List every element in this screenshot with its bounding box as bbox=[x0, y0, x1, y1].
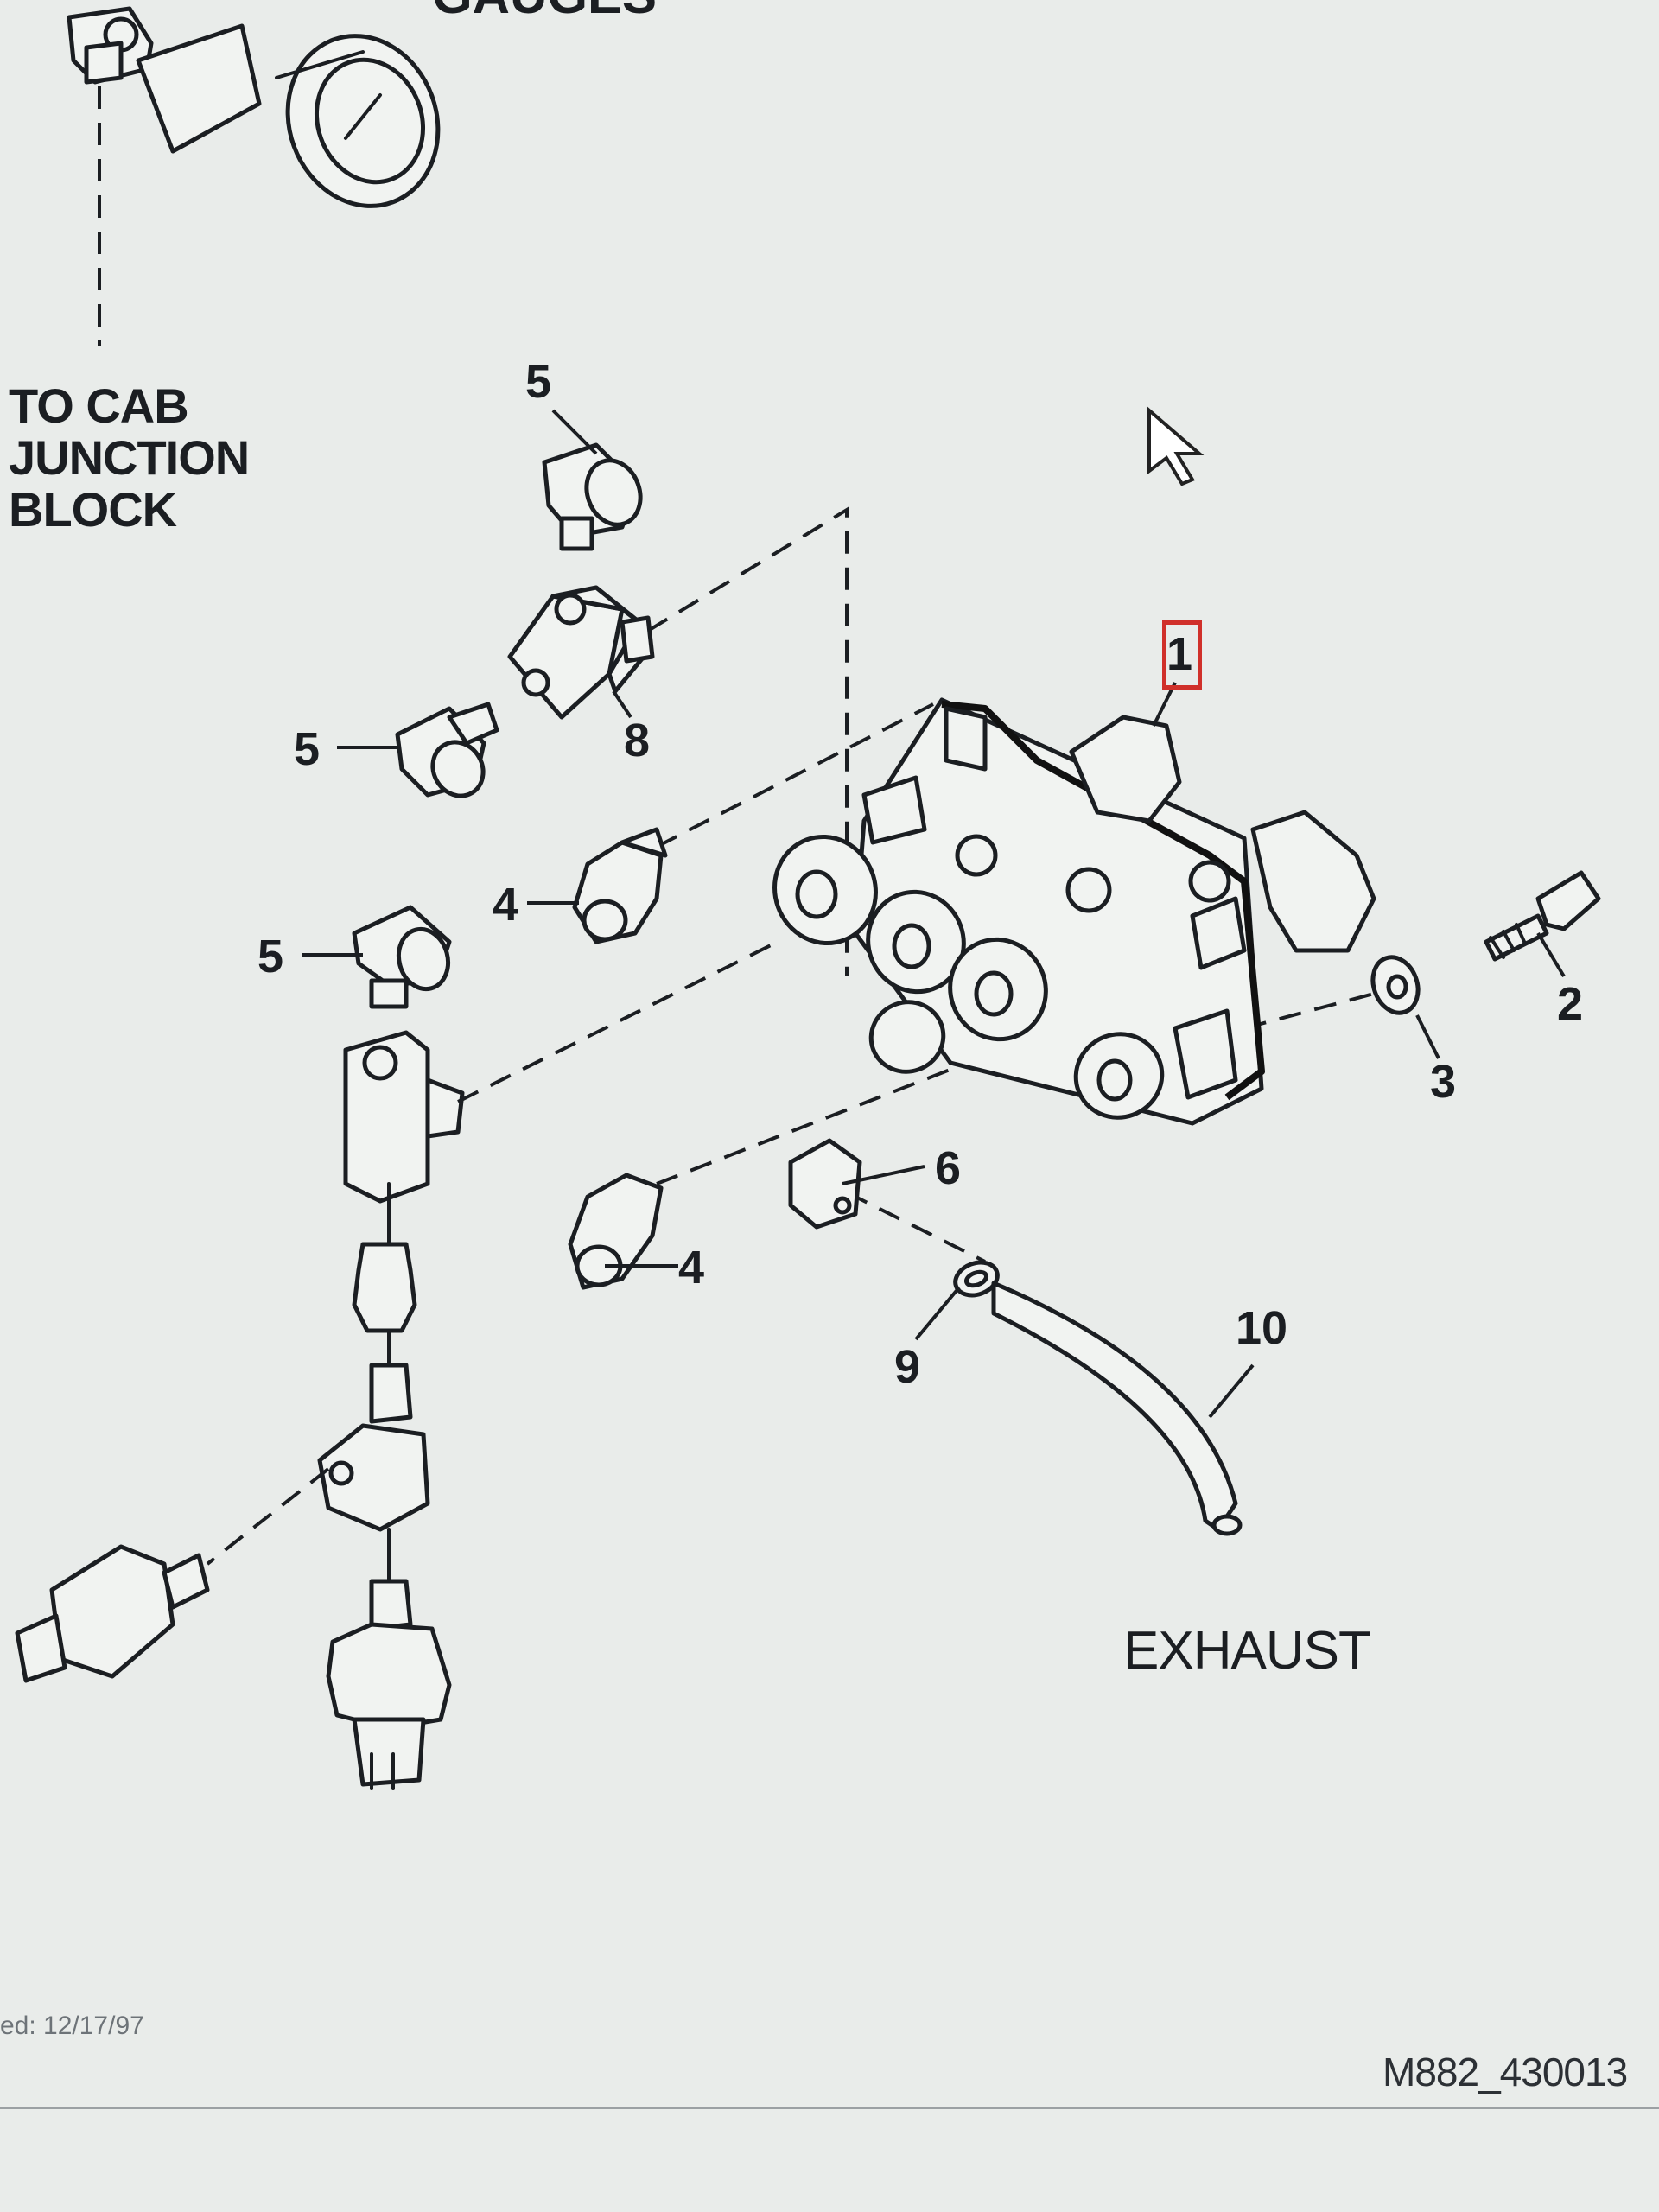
elbow-fitting-4-bottom bbox=[568, 1173, 664, 1290]
pressure-gauge bbox=[67, 6, 441, 208]
dash-line-fitting4-bottom bbox=[656, 1061, 969, 1185]
callout-10: 10 bbox=[1236, 1302, 1288, 1354]
callout-2: 2 bbox=[1557, 978, 1584, 1030]
switch-line-dashed bbox=[206, 1467, 330, 1566]
mouse-pointer-icon bbox=[1147, 406, 1205, 486]
callout-5-top: 5 bbox=[525, 356, 552, 408]
to-cab-junction-label: TO CAB JUNCTION BLOCK bbox=[9, 378, 250, 537]
hose-clamp bbox=[953, 1260, 1000, 1298]
leader-c8 bbox=[612, 690, 632, 719]
exhaust-label: EXHAUST bbox=[1123, 1621, 1371, 1681]
dash-line-lower-tee bbox=[457, 940, 779, 1103]
footer-document-id: M882_430013 bbox=[1382, 2050, 1628, 2094]
callout-1-highlight[interactable] bbox=[1162, 620, 1202, 690]
elbow-fitting-5-top bbox=[542, 442, 643, 551]
callout-5-middle: 5 bbox=[294, 723, 321, 775]
dash-line-fitting4-top bbox=[656, 702, 934, 849]
pressure-switch-bottom bbox=[326, 1579, 452, 1790]
dash-line-tee-to-valve bbox=[646, 506, 849, 976]
elbow-fitting-5-middle bbox=[395, 702, 499, 798]
cropped-header: GAUGES bbox=[432, 0, 657, 22]
dash-line-fitting6 bbox=[846, 1191, 986, 1263]
mounting-bolt bbox=[1484, 870, 1601, 962]
callout-9: 9 bbox=[894, 1341, 921, 1393]
tee-fitting-lower bbox=[343, 1030, 465, 1204]
washer bbox=[1370, 955, 1421, 1015]
tee-fitting-upper bbox=[507, 585, 655, 720]
nipple-fitting bbox=[352, 1242, 417, 1333]
exhaust-hose bbox=[991, 1281, 1243, 1536]
callout-1: 1 bbox=[1166, 628, 1193, 680]
leader-c3 bbox=[1415, 1014, 1440, 1059]
callout-4-bottom: 4 bbox=[678, 1242, 705, 1294]
square-fitting bbox=[788, 1138, 862, 1230]
tee-fitting-bottom bbox=[317, 1363, 430, 1532]
leader-c6 bbox=[842, 1165, 925, 1185]
pressure-switch-left bbox=[15, 1544, 210, 1683]
elbow-fitting-4-top bbox=[572, 827, 668, 944]
callout-3: 3 bbox=[1430, 1056, 1457, 1108]
callout-8: 8 bbox=[624, 715, 651, 766]
footer-date: ed: 12/17/97 bbox=[0, 2012, 144, 2040]
callout-4-top: 4 bbox=[493, 879, 519, 931]
leader-c9 bbox=[914, 1286, 961, 1341]
callout-6: 6 bbox=[935, 1142, 962, 1194]
dash-line-bolt bbox=[1243, 992, 1375, 1030]
elbow-fitting-5-left bbox=[352, 905, 452, 1009]
leader-c1 bbox=[1152, 682, 1177, 727]
leader-c2 bbox=[1536, 931, 1566, 978]
leader-c10 bbox=[1208, 1363, 1255, 1419]
leader-c5a bbox=[551, 409, 598, 455]
relay-valve-body bbox=[772, 697, 1376, 1126]
callout-5-left: 5 bbox=[257, 931, 284, 982]
